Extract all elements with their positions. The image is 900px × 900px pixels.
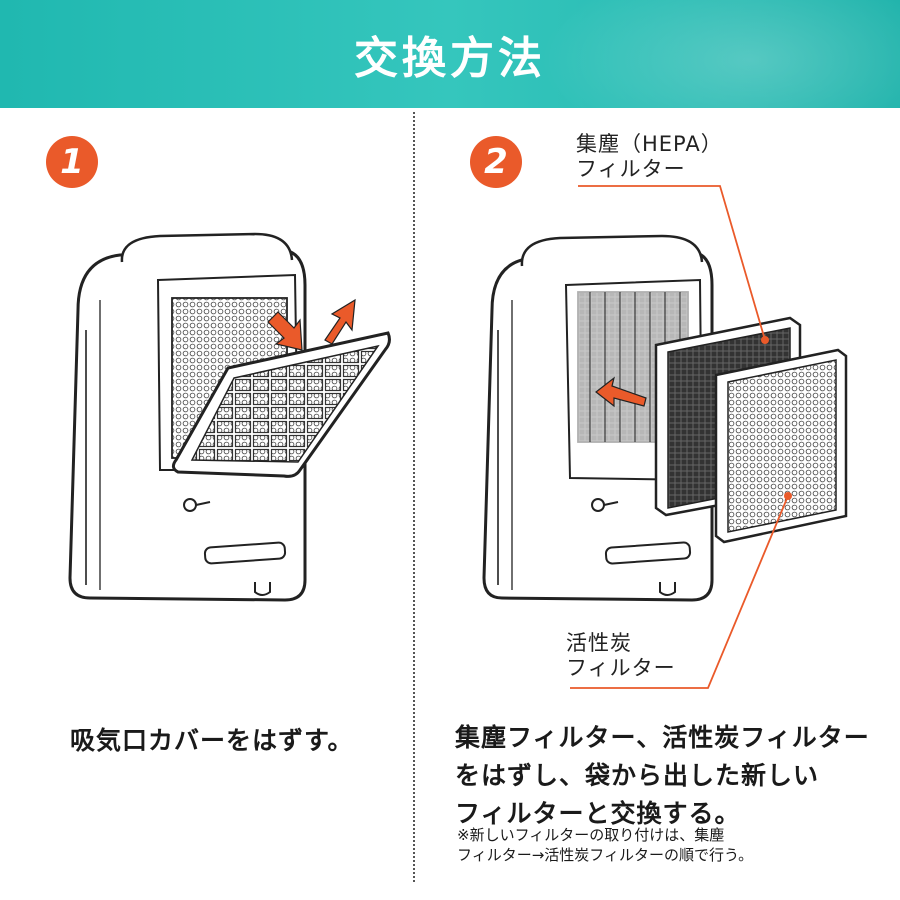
step-1-badge: 1 xyxy=(46,136,98,188)
step-2-badge: 2 xyxy=(470,136,522,188)
arrow-out-icon xyxy=(324,298,356,345)
hepa-filter-label: 集塵（HEPA） フィルター xyxy=(576,132,723,182)
header-banner: 交換方法 xyxy=(0,0,900,108)
step-2-caption-line-3: フィルターと交換する。 xyxy=(455,799,741,828)
dehumidifier-unit-2 xyxy=(482,234,714,602)
carbon-leader-dot xyxy=(784,492,792,500)
insert-arrow-icon xyxy=(595,376,647,408)
arrow-in-icon xyxy=(267,311,303,351)
page-title: 交換方法 xyxy=(354,33,546,84)
carbon-label-line-2: フィルター xyxy=(566,656,676,680)
step-2-caption-line-1: 集塵フィルター、活性炭フィルター xyxy=(455,723,870,752)
step-1-caption: 吸気口カバーをはずす。 xyxy=(70,726,354,755)
dehumidifier-unit-1 xyxy=(68,232,391,602)
step-2-note-line-1: ※新しいフィルターの取り付けは、集塵 xyxy=(457,826,725,844)
step-2-note-line-2: フィルター→活性炭フィルターの順で行う。 xyxy=(457,846,754,864)
carbon-filter xyxy=(714,348,848,544)
step-2-note: ※新しいフィルターの取り付けは、集塵 フィルター→活性炭フィルターの順で行う。 xyxy=(457,825,753,865)
header-sheen xyxy=(540,0,900,108)
carbon-leader-line xyxy=(570,495,789,689)
carbon-filter-label: 活性炭 フィルター xyxy=(566,631,676,681)
hepa-label-line-1: 集塵（HEPA） xyxy=(576,132,723,156)
step-2-caption-line-2: をはずし、袋から出した新しい xyxy=(455,761,820,790)
column-divider xyxy=(413,112,415,882)
hepa-leader-dot xyxy=(761,336,769,344)
step-2-caption: 集塵フィルター、活性炭フィルター をはずし、袋から出した新しい フィルターと交換… xyxy=(455,719,870,833)
hepa-label-line-2: フィルター xyxy=(576,157,686,181)
intake-cover xyxy=(171,331,391,478)
hepa-leader-line xyxy=(578,185,766,341)
carbon-label-line-1: 活性炭 xyxy=(566,631,632,655)
